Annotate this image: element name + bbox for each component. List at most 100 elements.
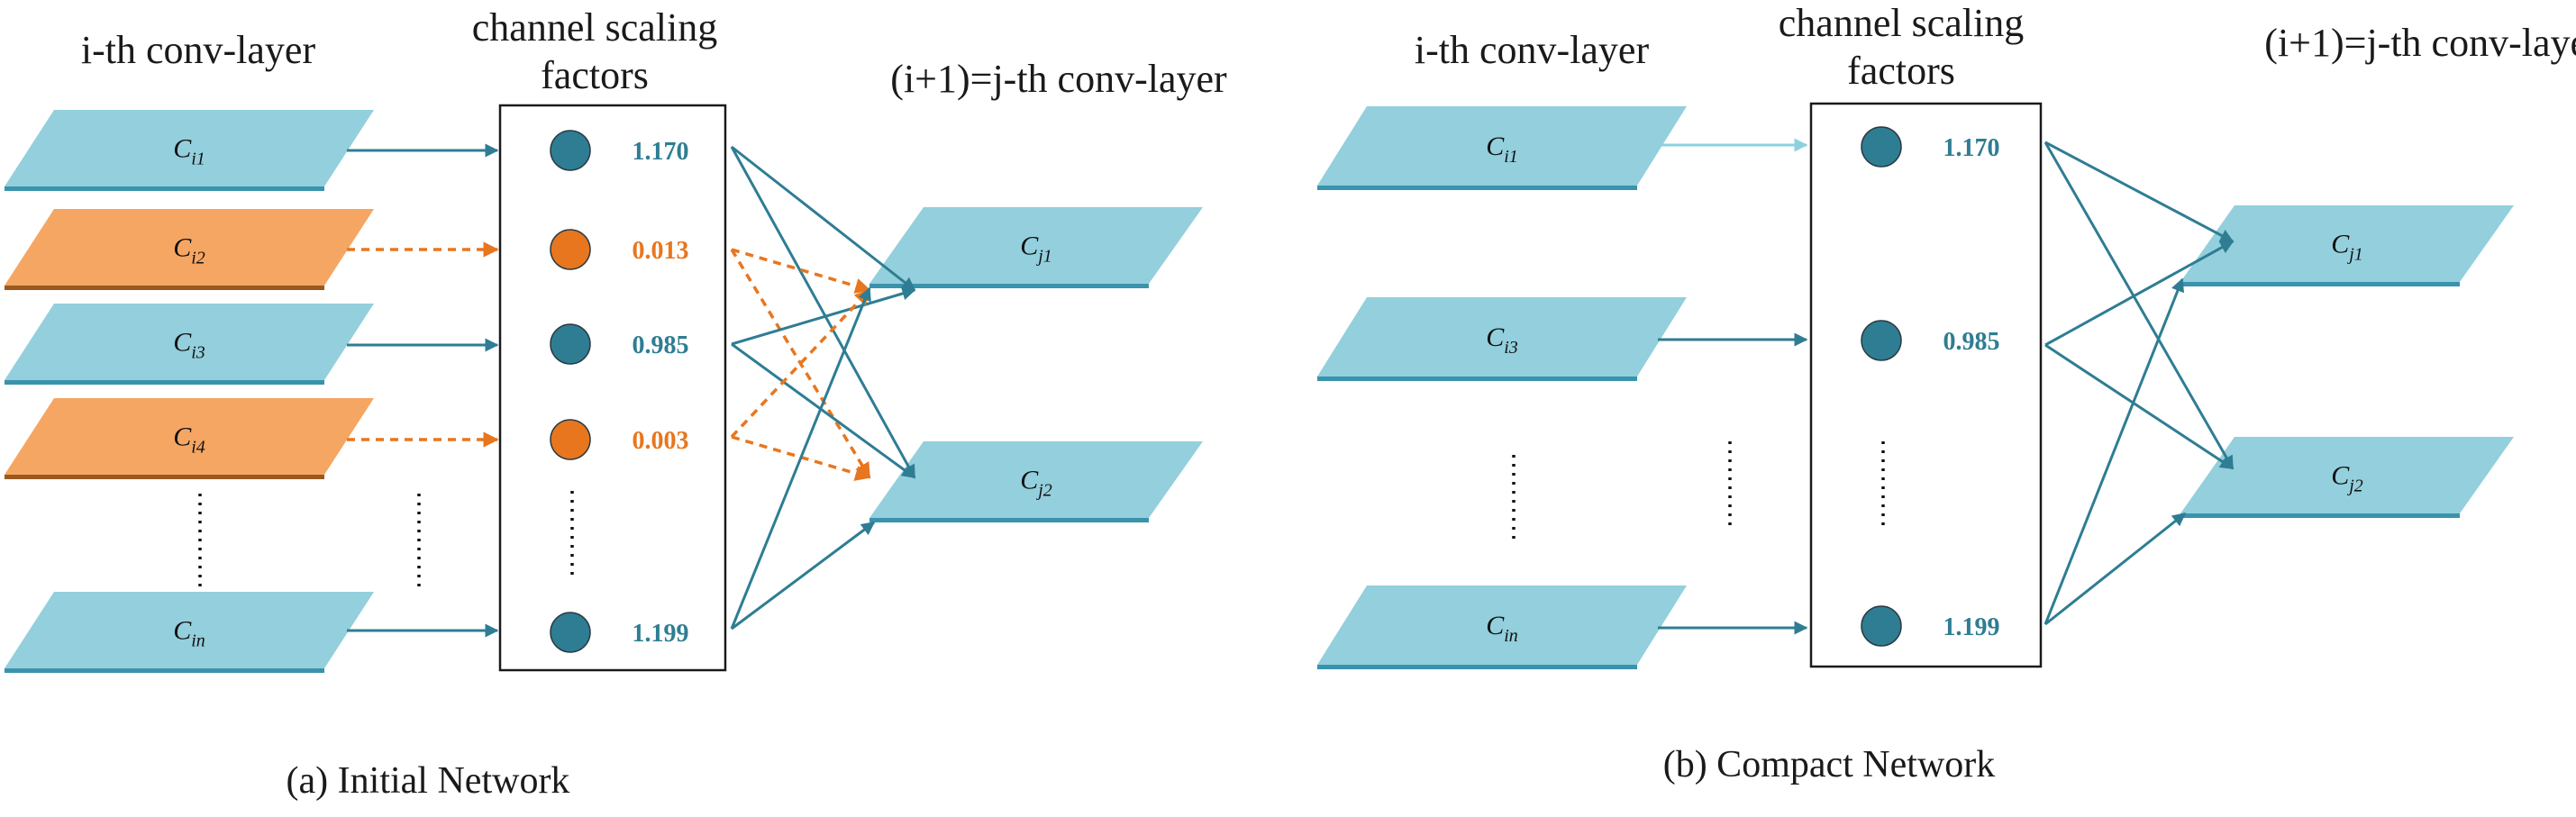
- panel-b-output-header: (i+1)=j-th conv-layer: [2264, 21, 2576, 65]
- plane-label: Cj1: [1020, 231, 1052, 267]
- plane-face: [5, 398, 374, 475]
- plane-label-sub: i3: [1504, 338, 1518, 358]
- factor-value: 0.985: [1943, 328, 2000, 356]
- panel-a-input-header: i-th conv-layer: [81, 28, 316, 72]
- connection-arrow: [731, 286, 916, 346]
- factor-value: 1.199: [1943, 613, 2000, 641]
- factor-node-2: 0.985: [1861, 320, 2000, 361]
- plane-face: [1317, 297, 1687, 377]
- factor-node-1: 1.170: [1861, 126, 2000, 168]
- panel-b-caption: (b) Compact Network: [1663, 744, 1996, 785]
- panel-a-scaling-header-line2: factors: [541, 53, 649, 97]
- plane-edge: [5, 380, 324, 385]
- plane-label-sub: in: [191, 631, 205, 651]
- panel-b-connections: [1658, 138, 2235, 635]
- input-plane-ci3: Ci3: [1317, 297, 1687, 381]
- plane-label-sub: i3: [191, 343, 205, 363]
- factor-circle: [550, 323, 591, 365]
- plane-label-base: C: [1486, 322, 1505, 352]
- plane-label-base: C: [1020, 231, 1039, 261]
- plane-label-sub: i4: [191, 438, 205, 458]
- plane-label: Cj2: [1020, 466, 1052, 501]
- connection-arrow: [730, 146, 916, 479]
- panel-b-scaling-header-line2: factors: [1847, 49, 1955, 93]
- input-plane-cin: Cin: [1317, 586, 1687, 669]
- plane-label: Cj2: [2331, 461, 2363, 496]
- plane-face: [869, 207, 1203, 284]
- plane-label-sub: j2: [2346, 477, 2363, 496]
- plane-label-base: C: [173, 233, 192, 263]
- plane-label: Ci4: [173, 422, 205, 458]
- input-plane-ci1: Ci1: [1317, 106, 1687, 190]
- factor-circle: [550, 130, 591, 171]
- plane-edge: [1317, 377, 1637, 381]
- plane-edge: [5, 286, 324, 290]
- connection-arrow: [731, 342, 916, 479]
- plane-label-base: C: [1020, 466, 1039, 495]
- plane-edge: [869, 284, 1149, 288]
- factor-circle: [550, 419, 591, 460]
- plane-edge: [2180, 513, 2460, 518]
- connection-arrow: [731, 145, 916, 292]
- plane-label-sub: j2: [1035, 481, 1052, 501]
- input-plane-ci4: Ci4: [5, 398, 374, 479]
- plane-face: [5, 592, 374, 668]
- plane-face: [1317, 106, 1687, 186]
- panel-b-scaling-box: [1809, 102, 2043, 668]
- output-plane-cj1: Cj1: [869, 207, 1203, 288]
- panel-a-scaling-header-line1: channel scaling: [472, 5, 717, 50]
- output-plane-cj2: Cj2: [869, 441, 1203, 522]
- factor-value: 0.003: [633, 427, 689, 455]
- plane-label: Cin: [173, 616, 205, 651]
- factor-node-2: 0.013: [550, 229, 689, 270]
- factor-circle: [1861, 605, 1902, 647]
- panel-b-input-header: i-th conv-layer: [1415, 28, 1650, 72]
- plane-edge: [1317, 665, 1637, 669]
- connection-arrow: [2044, 141, 2235, 470]
- plane-label-sub: j1: [2346, 245, 2363, 265]
- plane-edge: [1317, 186, 1637, 190]
- panel-b: i-th conv-layer channel scaling factors …: [1317, 1, 2576, 785]
- plane-face: [5, 209, 374, 286]
- plane-label-base: C: [2331, 230, 2350, 259]
- panel-b-scaling-header-line1: channel scaling: [1779, 1, 2024, 45]
- connection-arrow: [2044, 512, 2187, 626]
- plane-edge: [5, 475, 324, 479]
- input-plane-cin: Cin: [5, 592, 374, 673]
- factor-node-n: 1.199: [550, 612, 689, 653]
- plane-face: [869, 441, 1203, 518]
- factor-value: 1.170: [1943, 134, 2000, 162]
- plane-edge: [2180, 282, 2460, 286]
- plane-face: [2180, 437, 2514, 513]
- factor-circle: [550, 229, 591, 270]
- plane-label: Ci2: [173, 233, 205, 268]
- plane-label-base: C: [173, 616, 192, 646]
- factor-value: 1.170: [633, 138, 689, 166]
- plane-label-sub: j1: [1035, 247, 1052, 267]
- connection-arrow: [730, 286, 871, 630]
- plane-label: Ci3: [173, 328, 205, 363]
- plane-face: [5, 304, 374, 380]
- connection-arrow: [2044, 343, 2235, 470]
- panel-a-caption: (a) Initial Network: [287, 760, 570, 802]
- panel-a-scaling-box: [498, 104, 727, 672]
- factor-node-1: 1.170: [550, 130, 689, 171]
- factor-node-n: 1.199: [1861, 605, 2000, 647]
- plane-label: Ci1: [173, 134, 205, 169]
- plane-label: Ci1: [1486, 132, 1518, 167]
- input-plane-ci1: Ci1: [5, 110, 374, 191]
- plane-edge: [869, 518, 1149, 522]
- plane-label-base: C: [2331, 461, 2350, 491]
- connection-arrow: [2044, 277, 2184, 625]
- plane-edge: [5, 668, 324, 673]
- plane-label-sub: i2: [191, 249, 205, 268]
- connection-arrow: [2044, 141, 2235, 243]
- factor-value: 0.013: [633, 237, 689, 265]
- output-plane-cj1: Cj1: [2180, 205, 2514, 286]
- factor-node-3: 0.985: [550, 323, 689, 365]
- connection-arrow: [731, 248, 871, 294]
- connection-arrow: [730, 249, 871, 479]
- factor-value: 1.199: [633, 620, 689, 648]
- plane-label-sub: in: [1504, 626, 1518, 646]
- factor-node-4: 0.003: [550, 419, 689, 460]
